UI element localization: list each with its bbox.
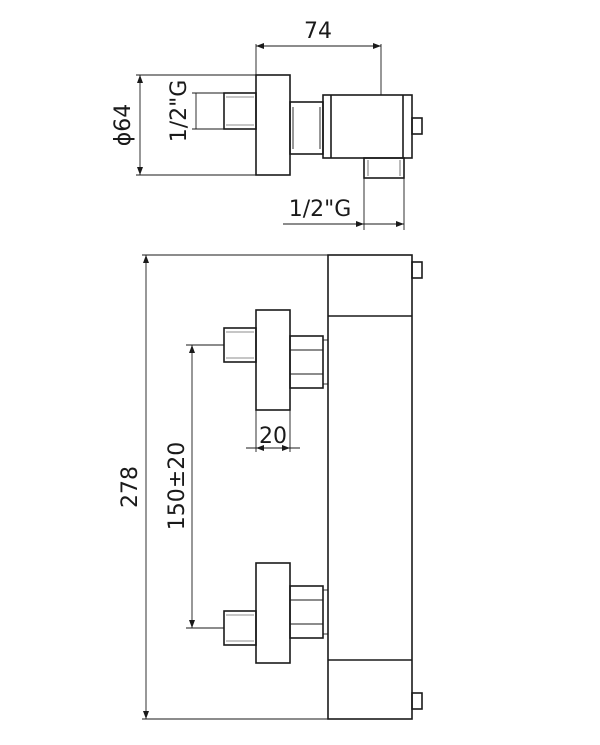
dim-outlet-thread: 1/2"G <box>289 197 352 222</box>
upper-nut <box>289 335 324 389</box>
valve-body <box>327 254 413 720</box>
inlet-stub <box>223 92 257 130</box>
valve-body-top <box>322 94 413 159</box>
dim-depth-20: 20 <box>259 424 287 449</box>
wall-flange <box>255 74 291 176</box>
dim-inlet-thread: 1/2"G <box>167 80 192 143</box>
dim-width-74: 74 <box>304 19 332 44</box>
outlet-stub <box>363 157 405 179</box>
top-cap-tab <box>411 261 423 279</box>
upper-inlet-stub <box>223 327 257 363</box>
dim-height-278: 278 <box>118 466 143 508</box>
lower-flange <box>255 562 291 664</box>
nut <box>289 101 324 155</box>
front-view: 278 150±20 20 <box>118 254 423 720</box>
dim-diameter-64: ϕ64 <box>111 104 136 147</box>
upper-flange <box>255 309 291 411</box>
knob-tab <box>411 117 423 135</box>
bottom-cap-tab <box>411 692 423 710</box>
lower-inlet-stub <box>223 610 257 646</box>
top-view: 74 ϕ64 1/2"G 1/2"G <box>111 19 423 230</box>
dim-spacing-150: 150±20 <box>165 442 190 530</box>
lower-nut <box>289 585 324 639</box>
